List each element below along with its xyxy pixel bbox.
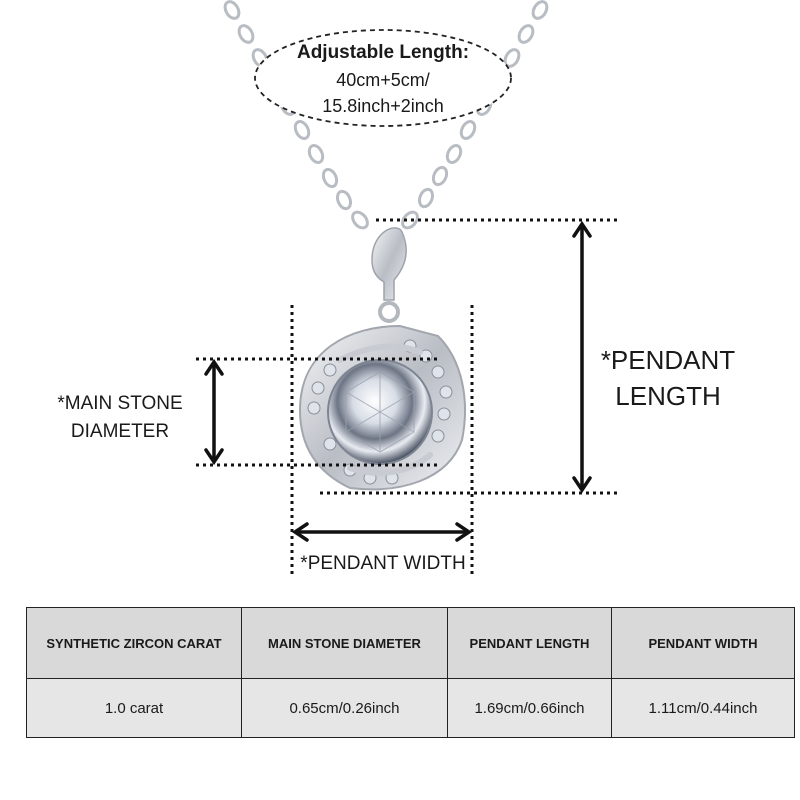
value-cell: 1.0 carat: [26, 678, 242, 738]
pendant-length-label-line2: LENGTH: [615, 381, 721, 411]
spec-table-value-row: 1.0 carat 0.65cm/0.26inch 1.69cm/0.66inc…: [26, 678, 795, 738]
header-cell: MAIN STONE DIAMETER: [241, 607, 448, 679]
pendant-length-label: *PENDANT LENGTH: [588, 342, 748, 414]
value-cell: 0.65cm/0.26inch: [241, 678, 448, 738]
pendant-bail: [371, 227, 407, 323]
pave-stones: [307, 339, 453, 485]
callout-ellipse: [254, 29, 512, 127]
dimension-lines: [196, 218, 620, 578]
adjustable-length-cm: 40cm+5cm/: [336, 70, 430, 90]
header-cell: PENDANT LENGTH: [447, 607, 612, 679]
main-stone-label-line2: DIAMETER: [70, 421, 170, 442]
dimension-arrows: [204, 220, 592, 542]
pendant-length-label-line1: *PENDANT: [600, 345, 736, 375]
main-stone-diameter-label: *MAIN STONE DIAMETER: [40, 390, 200, 446]
adjustable-length-title: Adjustable Length:: [296, 42, 470, 63]
pendant-width-label: *PENDANT WIDTH: [300, 553, 466, 574]
header-cell: PENDANT WIDTH: [611, 607, 795, 679]
value-cell: 1.69cm/0.66inch: [447, 678, 612, 738]
header-cell: SYNTHETIC ZIRCON CARAT: [26, 607, 242, 679]
adjustable-length-inch: 15.8inch+2inch: [322, 96, 444, 116]
spec-table: SYNTHETIC ZIRCON CARAT MAIN STONE DIAMET…: [26, 607, 795, 738]
spec-table-header-row: SYNTHETIC ZIRCON CARAT MAIN STONE DIAMET…: [26, 607, 795, 679]
value-cell: 1.11cm/0.44inch: [611, 678, 795, 738]
main-stone-label-line1: *MAIN STONE: [57, 393, 183, 414]
